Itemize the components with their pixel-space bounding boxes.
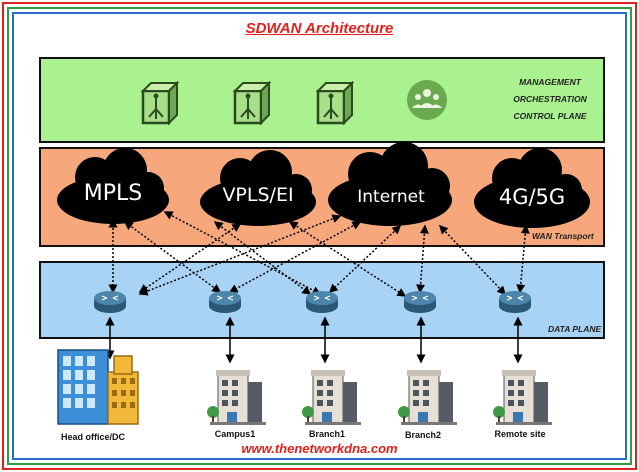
branch1-building-icon (301, 369, 362, 426)
access-links (105, 316, 523, 364)
site-label-remote: Remote site (494, 429, 546, 439)
cloud-label-internet: Internet (357, 187, 425, 207)
outer-border-blue (12, 12, 627, 460)
headoffice-building-icon (57, 349, 139, 425)
router-campus1 (208, 290, 242, 314)
manager-icon (316, 81, 354, 125)
cloud-label-4g5g: 4G/5G (498, 185, 566, 209)
router-branch1 (305, 290, 339, 314)
cloud-internet (328, 142, 452, 226)
controller-icon (233, 81, 271, 125)
branch2-building-icon (397, 369, 458, 426)
management-label-line1: MANAGEMENT (519, 77, 581, 87)
cloud-4g5g (474, 148, 590, 228)
outer-border-green (7, 7, 632, 465)
cloud-label-mpls: MPLS (83, 181, 143, 206)
management-label-line3: CONTROL PLANE (513, 111, 587, 121)
website-footer: www.thenetworkdna.com (241, 441, 398, 456)
data-plane-label: DATA PLANE (548, 324, 602, 334)
orchestrator-icon (141, 81, 179, 125)
management-group-icon (407, 80, 447, 120)
diagram-title: SDWAN Architecture (245, 20, 394, 37)
cloud-label-vpls: VPLS/EI (222, 184, 294, 206)
router-remote (498, 290, 532, 314)
router-headoffice (93, 290, 127, 314)
management-label-line2: ORCHESTRATION (513, 94, 587, 104)
wan-transport-label: WAN Transport (532, 231, 594, 241)
management-plane-label: MANAGEMENT ORCHESTRATION CONTROL PLANE (480, 74, 620, 125)
cloud-mpls (57, 148, 169, 224)
transport-links (108, 211, 530, 297)
router-branch2 (403, 290, 437, 314)
site-label-headoffice: Head office/DC (60, 432, 125, 442)
site-label-branch2: Branch2 (404, 430, 441, 440)
site-label-campus1: Campus1 (214, 429, 256, 439)
remote-site-building-icon (492, 369, 553, 426)
site-label-branch1: Branch1 (308, 429, 345, 439)
campus1-building-icon (206, 369, 267, 426)
